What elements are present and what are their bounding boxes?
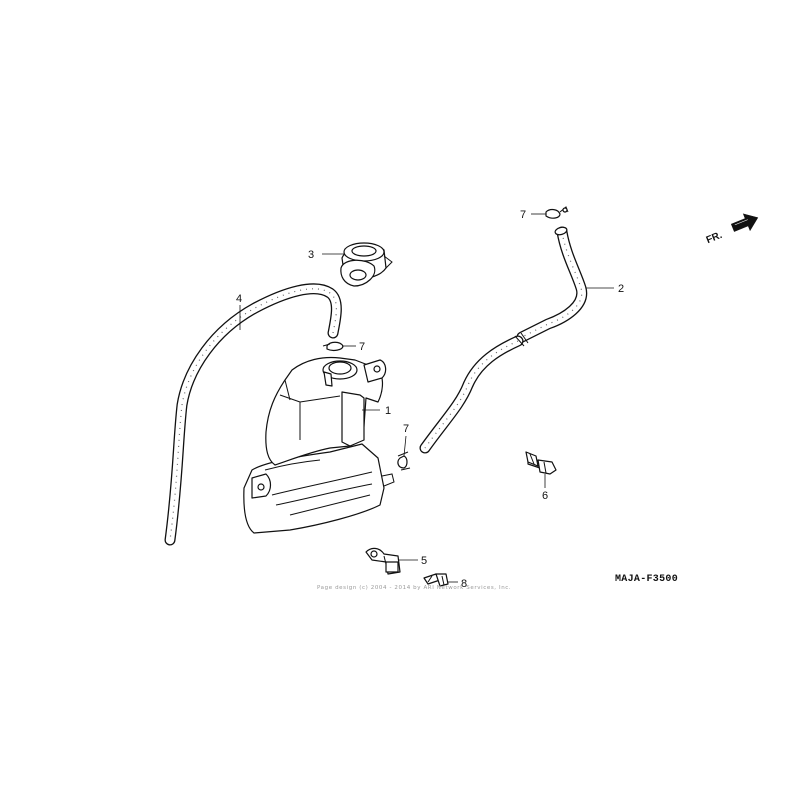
leader-line xyxy=(403,435,407,457)
front-direction-indicator: FR. xyxy=(705,213,759,246)
callout-7[interactable]: 7 xyxy=(403,423,409,435)
callout-1[interactable]: 1 xyxy=(385,405,391,417)
callout-5[interactable]: 5 xyxy=(421,555,427,567)
tube-clip[interactable] xyxy=(397,451,411,471)
callout-7[interactable]: 7 xyxy=(359,341,365,353)
reserve-tank[interactable] xyxy=(243,356,395,534)
callout-7[interactable]: 7 xyxy=(520,209,526,221)
overflow-tube[interactable] xyxy=(419,226,588,454)
bolt[interactable] xyxy=(525,451,557,475)
tube-clip[interactable] xyxy=(545,206,569,219)
diagram-code: MAJA-F3500 xyxy=(615,574,679,585)
arrow-right-icon xyxy=(730,213,759,232)
callout-4[interactable]: 4 xyxy=(236,293,242,305)
tube-end xyxy=(554,226,568,236)
direction-label: FR. xyxy=(705,230,724,246)
callout-8[interactable]: 8 xyxy=(461,578,467,590)
mount-hole xyxy=(257,483,265,491)
callout-2[interactable]: 2 xyxy=(618,283,624,295)
tank-cap[interactable] xyxy=(340,242,393,287)
callout-6[interactable]: 6 xyxy=(542,490,548,502)
flange-bolt[interactable] xyxy=(423,573,449,587)
mount-hole xyxy=(373,365,381,373)
tube-clip[interactable] xyxy=(322,341,344,352)
copyright-notice: Page design (c) 2004 - 2014 by ARI Netwo… xyxy=(317,585,512,591)
clamp-stay[interactable] xyxy=(365,547,401,575)
siphon-tube[interactable] xyxy=(164,283,342,546)
callout-3[interactable]: 3 xyxy=(308,249,314,261)
